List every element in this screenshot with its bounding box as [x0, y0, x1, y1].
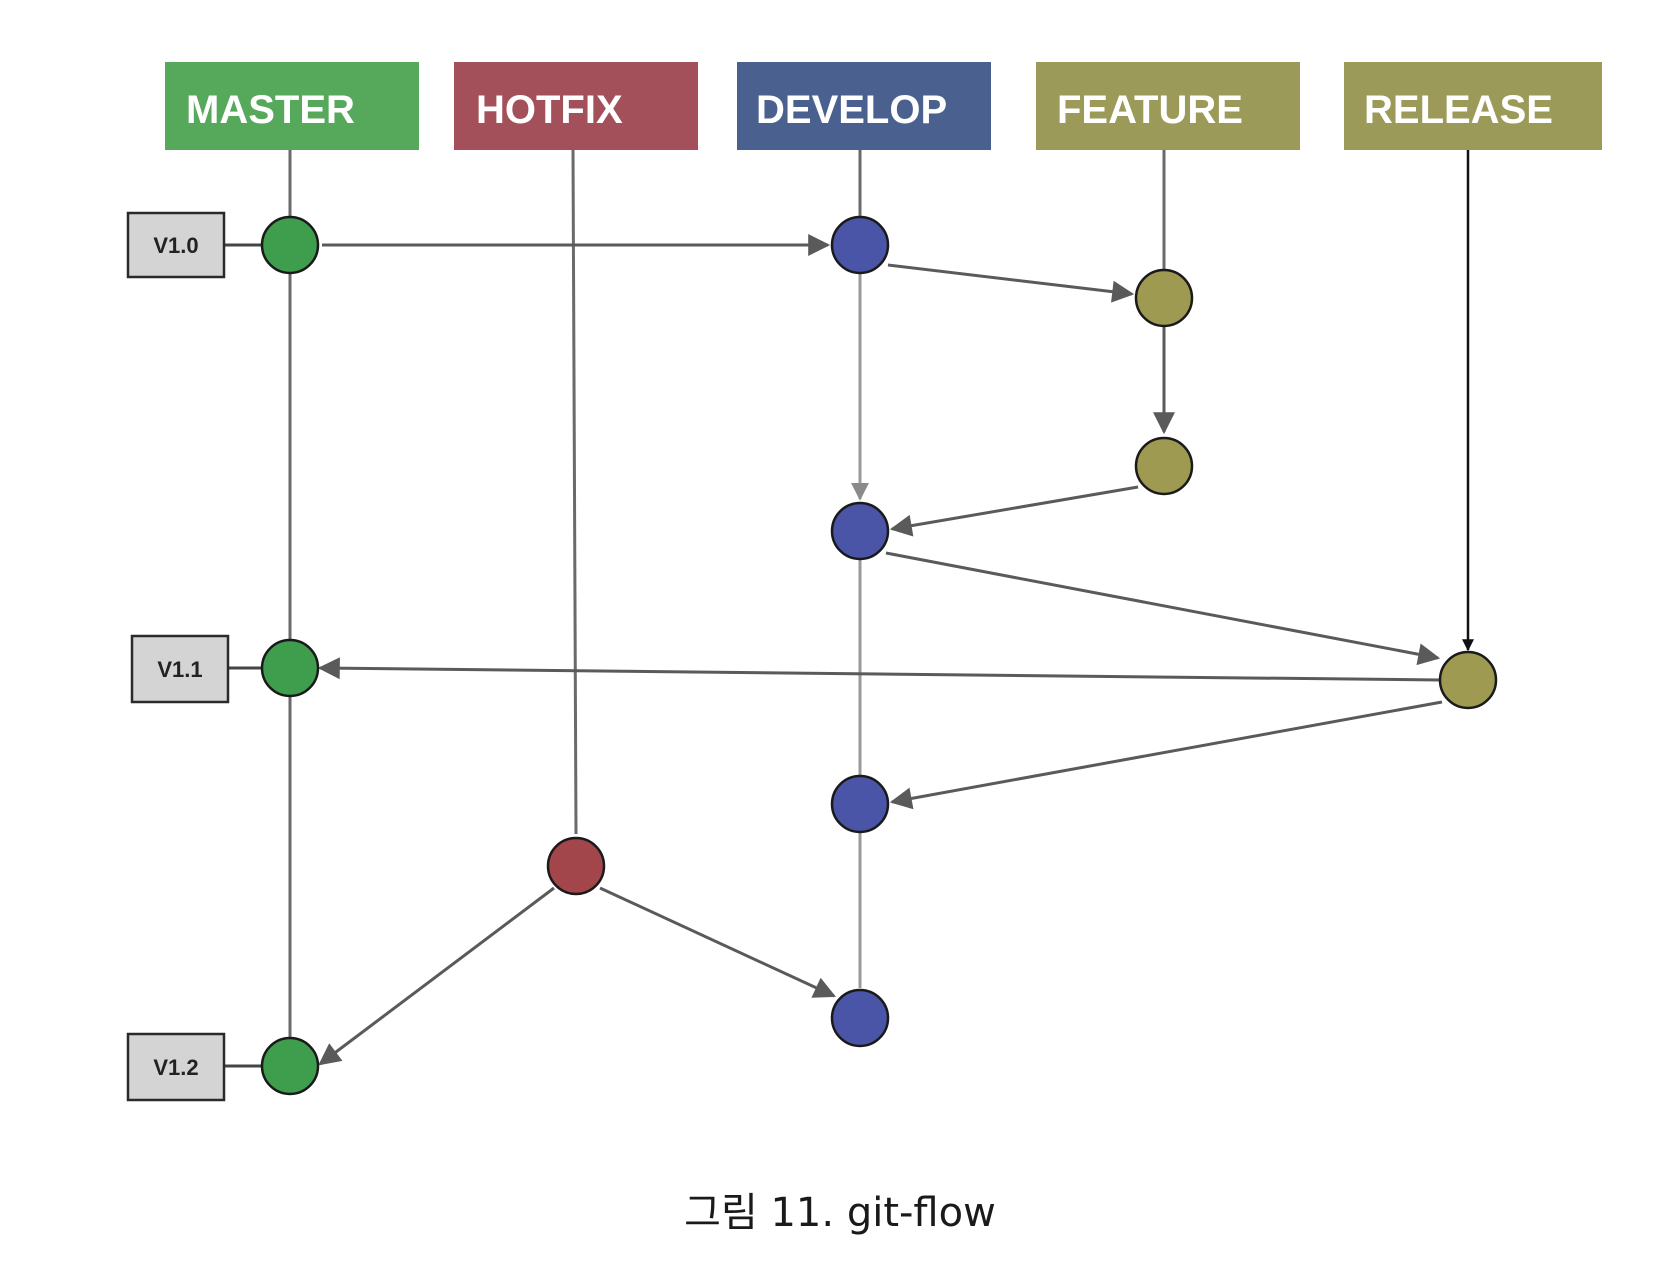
edge-f2-d2 — [889, 485, 1139, 537]
master-header-box — [165, 62, 419, 150]
hotfix-header-box — [454, 62, 698, 150]
hotfix-lifeline — [571, 149, 578, 835]
tag-label-v1-1: V1.1 — [157, 657, 202, 682]
commit-node-m1 — [260, 215, 320, 275]
commit-node-d4 — [830, 988, 890, 1048]
commit-node-f1 — [1134, 268, 1194, 328]
commit-node-f2 — [1134, 436, 1194, 496]
tag-label-v1-0: V1.0 — [153, 233, 198, 258]
feature-header-label: FEATURE — [1057, 88, 1243, 132]
master-header-label: MASTER — [186, 88, 355, 132]
develop-header-label: DEVELOP — [756, 88, 947, 132]
feature-header-box — [1036, 62, 1300, 150]
edge-r1-d3 — [889, 700, 1443, 810]
edge-d1-f1 — [887, 263, 1135, 303]
release-header-label: RELEASE — [1364, 88, 1553, 132]
commit-node-h1 — [546, 836, 606, 896]
commit-edges — [317, 234, 1443, 1066]
commit-node-m3 — [260, 1036, 320, 1096]
commit-node-d3 — [830, 774, 890, 834]
tag-box-v1-1 — [130, 634, 230, 704]
branch-headers: MASTER HOTFIX DEVELOP FEATURE RELEASE — [165, 62, 1602, 150]
figure-caption: 그림 11. git-flow — [684, 1190, 996, 1236]
commit-node-d1 — [830, 215, 890, 275]
edge-h1-d4 — [599, 886, 836, 998]
commit-node-r1 — [1438, 650, 1498, 710]
tag-connectors — [224, 243, 262, 1068]
release-header-box — [1344, 62, 1602, 150]
tag-box-v1-2 — [126, 1032, 226, 1102]
branch-lifelines — [288, 149, 1474, 1062]
tag-label-v1-2: V1.2 — [153, 1055, 198, 1080]
hotfix-header-label: HOTFIX — [476, 88, 623, 132]
commit-node-m2 — [260, 638, 320, 698]
edge-d2-r1 — [885, 551, 1441, 666]
version-tags: V1.0 V1.1 V1.2 — [126, 211, 230, 1102]
commit-node-d2 — [830, 501, 890, 561]
edge-h1-m3 — [318, 886, 555, 1066]
tag-box-v1-0 — [126, 211, 226, 279]
develop-header-box — [737, 62, 991, 150]
edge-r1-m2 — [317, 657, 1441, 682]
commit-nodes — [260, 215, 1498, 1096]
